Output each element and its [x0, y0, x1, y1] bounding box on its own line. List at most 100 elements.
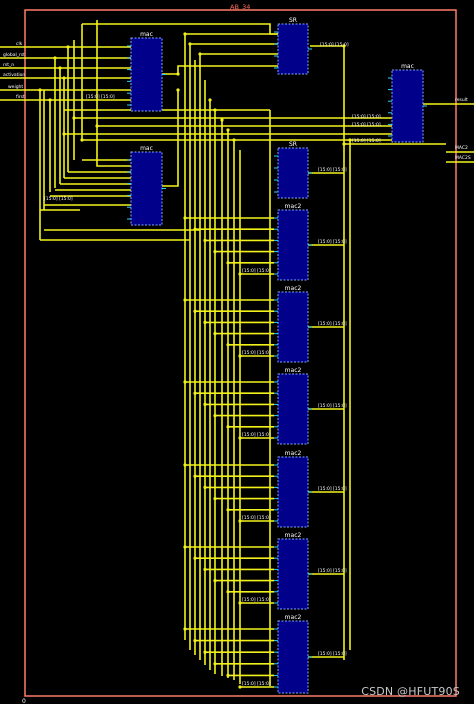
port-global-rst: global_rst	[3, 52, 25, 58]
junction-dot	[226, 261, 230, 265]
block-mac-4[interactable]: mac	[388, 63, 427, 143]
junction-dot	[203, 402, 207, 406]
junction-dot	[203, 485, 207, 489]
block-label: mac	[140, 31, 153, 38]
block-mac2-6[interactable]: mac2	[274, 285, 312, 363]
junction-dot	[183, 298, 187, 302]
bus-label-text: [15:0] [15:0]	[242, 432, 271, 438]
block-label: mac2	[285, 532, 302, 539]
junction-dot	[238, 519, 242, 523]
junction-dot	[213, 332, 217, 336]
block-label: mac	[140, 145, 153, 152]
junction-dot	[213, 662, 217, 666]
block-body	[277, 23, 309, 75]
mac2-wire-group	[185, 172, 344, 688]
junction-dot	[176, 88, 180, 92]
block-body	[277, 538, 309, 610]
junction-dot	[193, 391, 197, 395]
bus-label-text: [15:0] [15:0]	[318, 403, 347, 409]
port-result: result	[455, 97, 468, 103]
junction-dot	[226, 673, 230, 678]
junction-dot	[238, 436, 242, 440]
junction-dot	[342, 142, 346, 146]
bus-label-text: [15:0] [15:0]	[242, 515, 271, 521]
junction-dot	[226, 128, 230, 132]
junction-dot	[183, 380, 187, 384]
bus-label-text: [15:0] [15:0]	[44, 196, 73, 202]
junction-dot	[348, 138, 352, 142]
bottom-label: 0	[22, 698, 26, 704]
block-body	[277, 209, 309, 281]
block-body	[277, 147, 309, 199]
junction-dot	[72, 116, 76, 120]
block-mac2-8[interactable]: mac2	[274, 450, 312, 528]
junction-dot	[226, 425, 230, 429]
junction-dot	[213, 250, 217, 254]
port-clk: clk	[16, 41, 23, 47]
block-mac2-9[interactable]: mac2	[274, 532, 312, 610]
bus-label-text: [15:0] [15:0]	[242, 350, 271, 356]
junction-dot	[203, 320, 207, 324]
module-border	[24, 9, 457, 697]
wire-layer	[0, 20, 474, 686]
junction-dot	[238, 685, 242, 689]
junction-dot	[62, 76, 66, 80]
port-mac2s: MAC2S	[455, 155, 471, 161]
bus-label-text: [15:0] [15:0]	[320, 42, 349, 48]
block-mac2-7[interactable]: mac2	[274, 367, 312, 445]
junction-dot	[193, 474, 197, 478]
junction-dot	[220, 118, 224, 122]
junction-dot	[213, 579, 217, 583]
watermark: CSDN @HFUT90S	[361, 685, 460, 698]
junction-dot	[238, 601, 242, 605]
junction-dot	[213, 497, 217, 501]
junction-dot	[193, 639, 197, 643]
block-mac2-5[interactable]: mac2	[274, 203, 312, 281]
block-sr-3[interactable]: SR	[274, 141, 312, 199]
port-activation: activation	[3, 72, 25, 78]
module-title: AB_34	[230, 3, 250, 11]
block-body	[130, 37, 163, 112]
junction-dot	[193, 309, 197, 313]
junction-dot	[62, 132, 66, 136]
bus-label-text: [15:0] [15:0]	[352, 122, 381, 128]
block-mac-0[interactable]: mac	[127, 31, 166, 112]
block-label: mac	[401, 63, 414, 70]
block-mac-1[interactable]: mac	[127, 145, 166, 226]
bus-label-text: [15:0] [15:0]	[318, 239, 347, 245]
junction-dot	[238, 272, 242, 276]
block-label: mac2	[285, 614, 302, 621]
bus-label-text: [15:0] [15:0]	[242, 597, 271, 603]
junction-dot	[80, 138, 84, 142]
block-label: SR	[289, 17, 297, 24]
junction-dot	[53, 56, 57, 60]
block-label: mac2	[285, 450, 302, 457]
junction-dot	[48, 98, 52, 102]
junction-dot	[203, 567, 207, 572]
block-label: mac2	[285, 285, 302, 292]
port-first: first	[16, 94, 25, 100]
junction-dot	[198, 52, 202, 56]
block-body	[277, 620, 309, 694]
block-label: mac2	[285, 367, 302, 374]
junction-dot	[183, 627, 187, 631]
block-mac2-10[interactable]: mac2	[274, 614, 312, 694]
junction-dot	[226, 343, 230, 347]
port-labels: clk global_rst rst_n activation weight f…	[3, 41, 471, 161]
bus-label-text: [15:0] [15:0]	[318, 651, 347, 657]
junction-dot	[183, 463, 187, 467]
bus-label-text: [15:0] [15:0]	[242, 268, 271, 274]
junction-dot	[58, 66, 62, 70]
port-rst-n: rst_n	[3, 62, 14, 68]
junction-dot	[95, 124, 99, 128]
block-sr-2[interactable]: SR	[274, 17, 312, 75]
bus-label-text: [15:0] [15:0]	[318, 486, 347, 492]
bus-label-text: [15:0] [15:0]	[352, 138, 381, 144]
port-weight: weight	[8, 84, 23, 90]
block-body	[391, 69, 424, 143]
junction-dot	[193, 556, 197, 560]
junction-dot	[232, 138, 236, 142]
junction-dot	[38, 88, 42, 92]
bus-label-text: [15:0] [15:0]	[352, 114, 381, 120]
